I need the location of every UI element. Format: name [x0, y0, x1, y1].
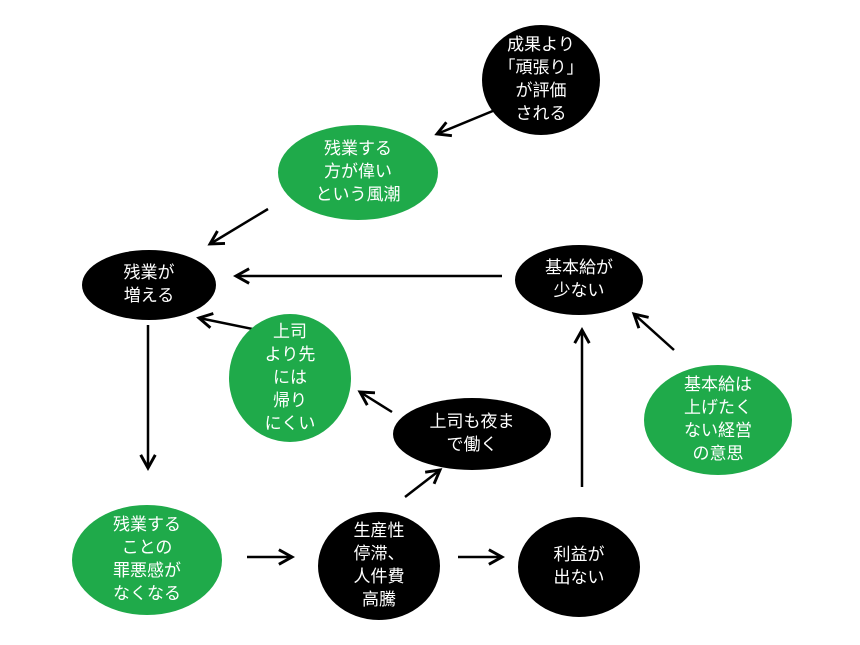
node-overtime-culture: 残業する 方が偉い という風潮: [278, 125, 438, 220]
node-label: 上司 より先 には 帰り にくい: [264, 321, 316, 434]
node-label: 生産性 停滞、 人件費 高騰: [353, 521, 405, 610]
node-label: 基本給が 少ない: [545, 258, 613, 301]
arrow-productivity-stagnation-to-boss-works-late: [404, 470, 440, 498]
arrow-result-over-effort-to-overtime-culture: [437, 106, 501, 134]
node-productivity-stagnation: 生産性 停滞、 人件費 高騰: [318, 512, 440, 620]
node-cant-leave-before-boss: 上司 より先 には 帰り にくい: [229, 314, 351, 442]
node-no-guilt: 残業する ことの 罪悪感が なくなる: [72, 505, 222, 615]
node-label: 上司も夜ま で働く: [429, 412, 515, 455]
node-result-over-effort: 成果より 「頑張り」 が評価 される: [482, 25, 600, 135]
node-label: 基本給は 上げたく ない経営 の意思: [684, 375, 752, 464]
node-management-intent: 基本給は 上げたく ない経営 の意思: [644, 365, 792, 475]
node-low-base-salary: 基本給が 少ない: [515, 245, 643, 315]
node-label: 利益が 出ない: [553, 545, 605, 588]
arrow-boss-works-late-to-cant-leave-before-boss: [360, 392, 393, 414]
arrow-management-intent-to-low-base-salary: [634, 314, 675, 351]
node-label: 残業する 方が偉い という風潮: [315, 139, 401, 205]
node-label: 残業が 増える: [123, 263, 175, 306]
node-no-profit: 利益が 出ない: [518, 517, 640, 617]
node-label: 成果より 「頑張り」 が評価 される: [498, 35, 584, 124]
node-overtime-increases: 残業が 増える: [82, 250, 216, 320]
arrow-overtime-culture-to-overtime-increases: [210, 207, 269, 244]
node-label: 残業する ことの 罪悪感が なくなる: [113, 515, 181, 604]
node-boss-works-late: 上司も夜ま で働く: [393, 398, 551, 470]
